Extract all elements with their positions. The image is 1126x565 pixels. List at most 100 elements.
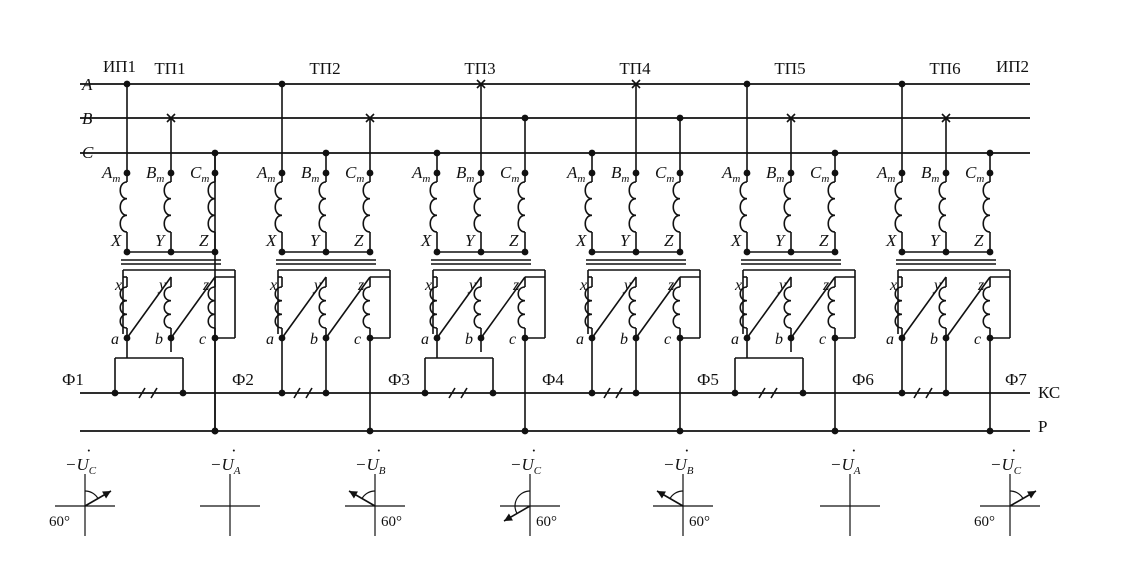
dot-mark: · (851, 441, 857, 460)
lv-start-label: z (202, 277, 210, 294)
hv-winding (982, 181, 991, 233)
hv-end-label: Y (465, 231, 476, 250)
section-label-7: Ф7 (1005, 370, 1027, 389)
bus-label-ks: КС (1038, 383, 1060, 402)
subscript: т (511, 173, 519, 185)
dot-mark: · (86, 441, 92, 460)
hv-terminal-label: Aт (566, 163, 585, 185)
hv-terminal-label: Aт (721, 163, 740, 185)
neutral-insert-stroke (448, 387, 456, 399)
vector-caption: −UC (990, 455, 1022, 477)
lv-winding (739, 286, 748, 329)
hv-terminal-label: Aт (101, 163, 120, 185)
lv-start-label: y (312, 277, 322, 294)
hv-winding (207, 181, 216, 233)
subscript: т (577, 173, 585, 185)
hv-winding (473, 181, 482, 233)
hv-terminal-label: Bт (456, 163, 474, 185)
hv-terminal-label: Bт (766, 163, 784, 185)
delta-link (635, 276, 681, 339)
vector-caption: −UA (210, 455, 241, 477)
lv-end-label: a (731, 331, 739, 348)
lv-end-label: b (620, 331, 628, 348)
angle-arc (84, 490, 99, 499)
dot-mark: · (376, 441, 382, 460)
delta-link (746, 276, 792, 339)
delta-link (126, 276, 172, 339)
neutral-insert (758, 387, 778, 399)
rail-tap-dot (831, 427, 839, 435)
bus-break-mark (476, 79, 486, 89)
rail-tap-dot (366, 427, 374, 435)
subscript: т (201, 173, 209, 185)
vector-diagram-3: −UB·60° (345, 441, 405, 536)
section-label-5: Ф5 (697, 370, 719, 389)
hv-terminal-label: Bт (146, 163, 164, 185)
angle-arc (669, 490, 684, 499)
hv-terminal-label: Cт (500, 163, 519, 185)
arrow-head (102, 491, 111, 499)
subscript: т (112, 173, 120, 185)
ks-tap-dot (278, 389, 286, 397)
hv-winding (119, 181, 128, 233)
delta-link (945, 276, 991, 339)
subscript: т (156, 173, 164, 185)
section-label-4: Ф4 (542, 370, 564, 389)
hv-end-label: Z (509, 231, 519, 250)
hv-winding (517, 181, 526, 233)
hv-terminal-label: Aт (411, 163, 430, 185)
neutral-insert-stroke (758, 387, 766, 399)
vector-caption: −UC (510, 455, 542, 477)
delta-link (281, 276, 327, 339)
lv-start-label: z (822, 277, 830, 294)
subscript: т (267, 173, 275, 185)
angle-label: 60° (974, 514, 995, 530)
substations: ТП1AтXBтYCтZxaybzcТП2AтXBтYCтZxaybzcТП3A… (101, 59, 1011, 435)
delta-link (901, 276, 947, 339)
neutral-insert (138, 387, 158, 399)
ks-tap-dot (489, 389, 497, 397)
bus-lines (80, 83, 1030, 432)
bus-break-mark (166, 113, 176, 123)
delta-link (325, 276, 371, 339)
vector-caption: −UA (830, 455, 861, 477)
angle-label: 60° (689, 514, 710, 530)
hv-winding (783, 181, 792, 233)
lv-end-label: c (509, 331, 516, 348)
rail-tap-dot (521, 427, 529, 435)
lv-start-label: z (357, 277, 365, 294)
lv-winding (429, 286, 438, 329)
substation-name: ТП5 (774, 59, 805, 78)
lv-winding (584, 286, 593, 329)
subscript: т (356, 173, 364, 185)
neutral-insert-stroke (460, 387, 468, 399)
lv-end-label: a (266, 331, 274, 348)
subscript: B (379, 465, 386, 477)
subscript: т (311, 173, 319, 185)
lv-end-label: b (155, 331, 163, 348)
ks-tap-dot (179, 389, 187, 397)
hv-end-label: X (730, 231, 742, 250)
ks-tap-dot (942, 389, 950, 397)
lv-winding (362, 286, 371, 329)
dot-mark: · (684, 441, 690, 460)
lv-end-label: a (886, 331, 894, 348)
ks-tap-dot (322, 389, 330, 397)
hv-terminal-label: Bт (921, 163, 939, 185)
section-label-2: Ф2 (232, 370, 254, 389)
lv-start-label: x (424, 277, 432, 294)
subscript: B (687, 465, 694, 477)
subscript: A (233, 465, 241, 477)
neutral-insert-stroke (603, 387, 611, 399)
lv-start-label: y (622, 277, 632, 294)
break-stroke (166, 113, 176, 123)
subscript: т (422, 173, 430, 185)
hv-terminal-label: Cт (965, 163, 984, 185)
bus-tap-dot (743, 80, 751, 88)
lv-start-label: z (512, 277, 520, 294)
subscript: т (621, 173, 629, 185)
lv-end-label: c (819, 331, 826, 348)
rail-tap-dot (211, 427, 219, 435)
